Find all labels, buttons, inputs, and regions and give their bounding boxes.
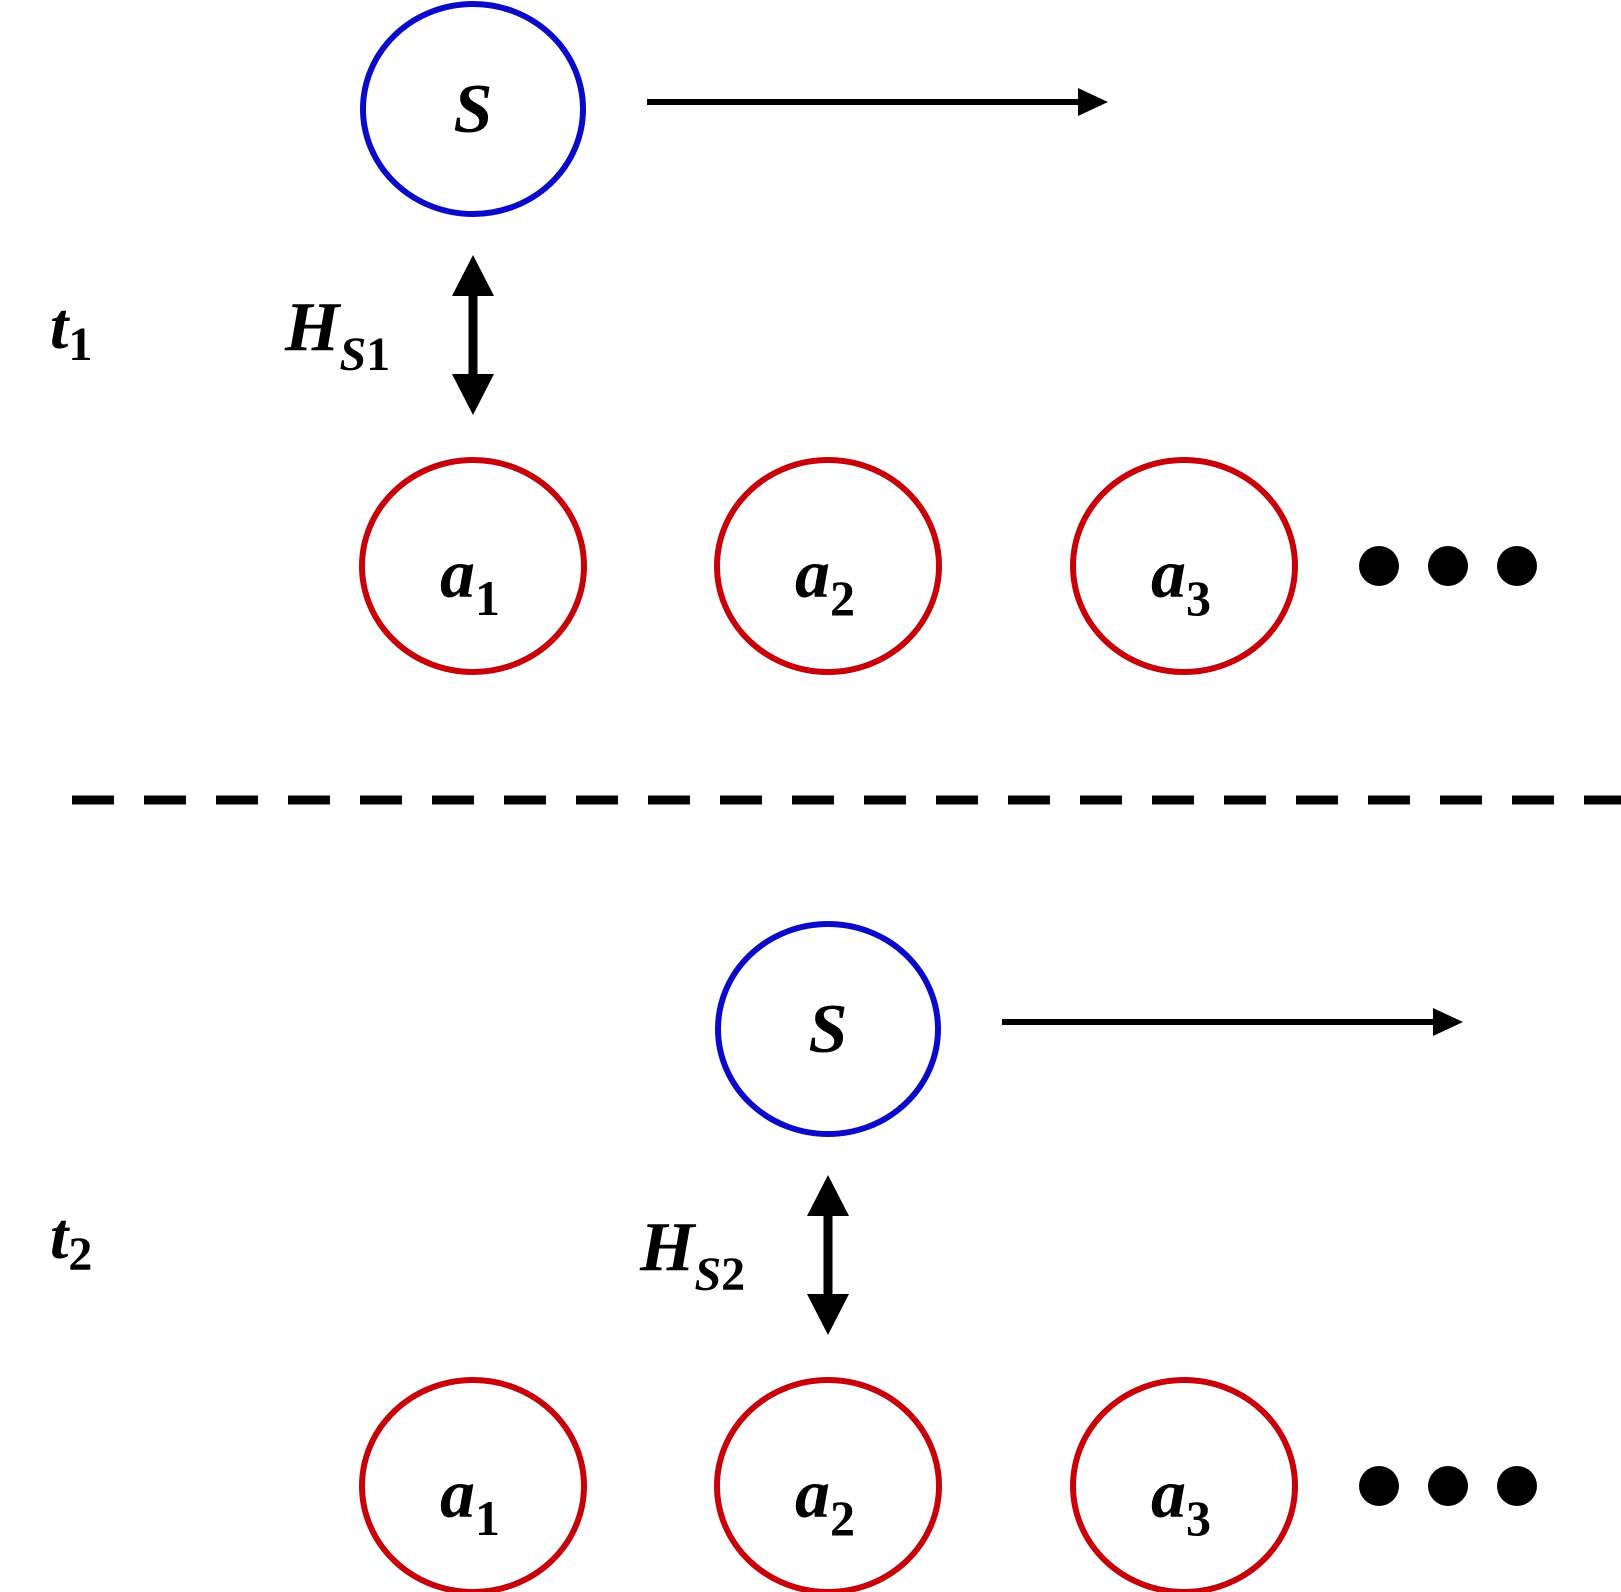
interaction-arrow-t2 xyxy=(807,1175,849,1335)
ancilla-a3-t1: a3 xyxy=(1070,457,1298,675)
time-label-t2: t2 xyxy=(50,1200,92,1281)
system-label-t1: S xyxy=(454,71,493,148)
ancilla-a2-t1: a2 xyxy=(714,457,942,675)
motion-arrow-t2 xyxy=(1002,1008,1463,1036)
panel-t2: t2 S HS2 a1 a2 xyxy=(50,921,1537,1592)
coupling-label-t1: HS1 xyxy=(284,289,390,381)
svg-text:a3: a3 xyxy=(1151,1456,1211,1546)
ancilla-a2-t2: a2 xyxy=(714,1377,942,1592)
interaction-arrow-t1 xyxy=(452,255,494,415)
coupling-label-t2: HS2 xyxy=(639,1209,745,1301)
svg-text:a1: a1 xyxy=(440,1456,500,1546)
svg-text:a2: a2 xyxy=(795,1456,855,1546)
system-node-t1 xyxy=(360,1,586,217)
motion-arrow-t1 xyxy=(647,88,1108,116)
ancilla-a1-t1: a1 xyxy=(359,457,587,675)
ellipsis-t1 xyxy=(1359,546,1537,586)
ancilla-a1-t2: a1 xyxy=(359,1377,587,1592)
system-node-t2 xyxy=(715,921,941,1137)
time-label-t1: t1 xyxy=(50,290,92,371)
svg-text:a3: a3 xyxy=(1151,536,1211,626)
svg-text:a2: a2 xyxy=(795,536,855,626)
svg-text:a1: a1 xyxy=(440,536,500,626)
system-label-t2: S xyxy=(809,991,848,1068)
ancilla-a3-t2: a3 xyxy=(1070,1377,1298,1592)
panel-t1: t1 S HS1 a1 a2 xyxy=(50,1,1537,675)
ellipsis-t2 xyxy=(1359,1466,1537,1506)
